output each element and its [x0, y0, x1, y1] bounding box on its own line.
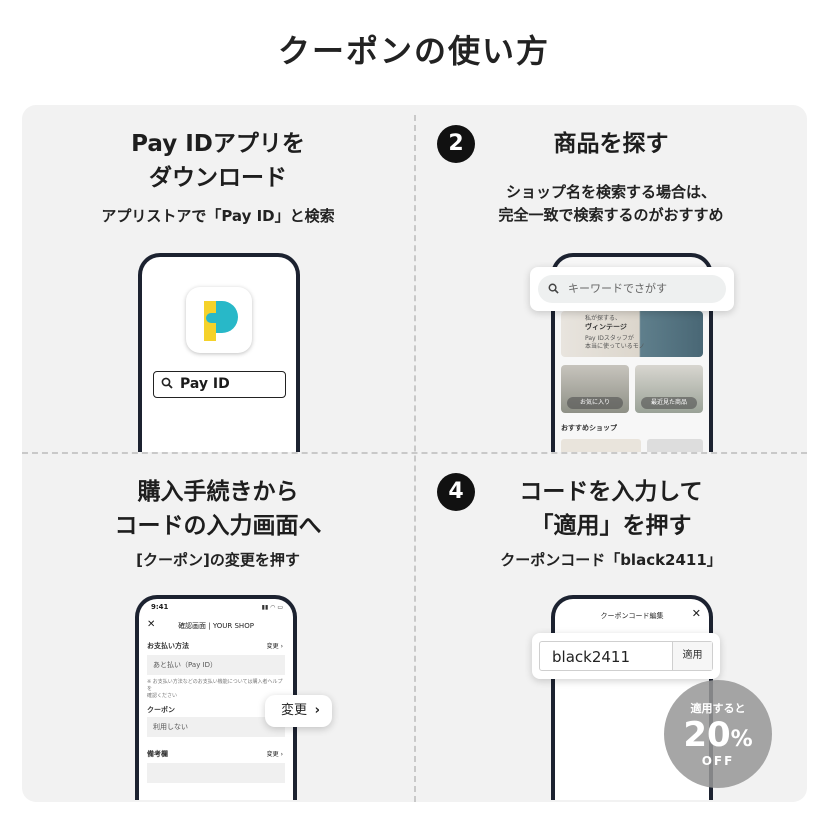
- search-placeholder: キーワードでさがす: [568, 282, 667, 295]
- step-4-number-badge: 4: [437, 473, 475, 511]
- recently-viewed-tile[interactable]: 最近見た商品: [635, 365, 703, 413]
- coupon-change-button[interactable]: 変更 ›: [265, 695, 332, 727]
- discount-badge-off: OFF: [701, 754, 735, 768]
- shop-thumbnail[interactable]: [647, 439, 703, 452]
- keyword-search-bar: キーワードでさがす: [530, 267, 734, 311]
- step-2-heading: 商品を探す: [553, 131, 669, 157]
- step-1-subtext: アプリストアで「Pay ID」と検索: [101, 207, 335, 225]
- step-4-heading-line2: 「適用」を押す: [530, 513, 692, 539]
- modal-title: クーポンコード編集: [600, 612, 664, 620]
- phone-mockup: Pay ID: [138, 253, 300, 452]
- keyword-search-input[interactable]: キーワードでさがす: [538, 275, 726, 303]
- screen-title: 確認画面 | YOUR SHOP: [178, 622, 254, 630]
- coupon-code-value: black2411: [552, 648, 630, 666]
- remarks-label: 備考欄: [147, 750, 168, 758]
- favorites-tile[interactable]: お気に入り: [561, 365, 629, 413]
- payment-method-label: お支払い方法: [147, 642, 189, 650]
- remarks-change-link[interactable]: 変更 ›: [266, 751, 283, 758]
- search-icon: [548, 283, 559, 294]
- banner-text: 私が探する、 ヴィンテージ Pay IDスタッフが 本当に使っているモノ: [585, 315, 645, 350]
- step-2-number-badge: 2: [437, 125, 475, 163]
- coupon-field[interactable]: 利用しない: [147, 717, 285, 737]
- apply-button[interactable]: 適用: [672, 642, 712, 670]
- step-1-heading-line2: ダウンロード: [149, 165, 287, 191]
- vertical-divider: [414, 115, 416, 802]
- coupon-code-input[interactable]: black2411 適用: [539, 641, 713, 671]
- remarks-field[interactable]: [147, 763, 285, 783]
- step-4-subtext: クーポンコード「black2411」: [500, 551, 722, 569]
- status-icons: ▮▮ ◠ ▭: [261, 604, 283, 611]
- step-4-heading-line1: コードを入力して: [519, 479, 703, 505]
- status-time: 9:41: [151, 603, 169, 611]
- discount-badge: 適用すると 20% OFF: [664, 680, 772, 788]
- close-icon[interactable]: ✕: [691, 607, 701, 620]
- steps-panel: Pay IDアプリを ダウンロード アプリストアで「Pay ID」と検索 Pay…: [22, 105, 807, 802]
- recommended-shops-label: おすすめショップ: [561, 424, 617, 432]
- coupon-code-bar: black2411 適用: [532, 633, 720, 679]
- favorites-label: お気に入り: [567, 397, 623, 409]
- chevron-right-icon: ›: [314, 703, 320, 718]
- step-2-subtext-line1: ショップ名を検索する場合は、: [505, 183, 716, 201]
- pay-id-app-icon[interactable]: [186, 287, 252, 353]
- step-3-heading-line1: 購入手続きから: [137, 479, 299, 505]
- app-store-search-field[interactable]: Pay ID: [153, 371, 286, 398]
- step-3-heading-line2: コードの入力画面へ: [114, 513, 322, 539]
- step-3: 購入手続きから コードの入力画面へ [クーポン]の変更を押す 9:41 ▮▮ ◠…: [22, 453, 414, 800]
- close-icon[interactable]: ✕: [147, 619, 156, 630]
- step-3-subtext: [クーポン]の変更を押す: [136, 551, 300, 569]
- payment-method-field[interactable]: あと払い（Pay ID）: [147, 655, 285, 675]
- step-2-subtext-line2: 完全一致で検索するのがおすすめ: [498, 206, 724, 224]
- horizontal-divider: [22, 452, 807, 454]
- step-1: Pay IDアプリを ダウンロード アプリストアで「Pay ID」と検索 Pay…: [22, 105, 414, 452]
- shop-thumbnail[interactable]: [561, 439, 641, 452]
- coupon-change-label: 変更: [281, 703, 308, 718]
- step-2: 2 商品を探す ショップ名を検索する場合は、 完全一致で検索するのがおすすめ 私…: [415, 105, 807, 452]
- discount-badge-value: 20%: [683, 715, 753, 755]
- payment-note: ※ お支払い方法などのお支払い機能については購入者ヘルプを確認ください: [147, 679, 283, 699]
- recently-viewed-label: 最近見た商品: [641, 397, 697, 409]
- search-text: Pay ID: [180, 376, 230, 392]
- coupon-label: クーポン: [147, 706, 175, 714]
- discount-badge-caption: 適用すると: [690, 702, 746, 715]
- feature-banner[interactable]: 私が探する、 ヴィンテージ Pay IDスタッフが 本当に使っているモノ: [561, 311, 703, 357]
- page-title: クーポンの使い方: [277, 32, 550, 70]
- step-1-heading-line1: Pay IDアプリを: [131, 131, 305, 157]
- search-icon: [161, 377, 173, 389]
- step-4: 4 コードを入力して 「適用」を押す クーポンコード「black2411」 クー…: [415, 453, 807, 800]
- payment-change-link[interactable]: 変更 ›: [266, 643, 283, 650]
- phone-mockup: 9:41 ▮▮ ◠ ▭ ✕ 確認画面 | YOUR SHOP お支払い方法 変更…: [135, 595, 297, 800]
